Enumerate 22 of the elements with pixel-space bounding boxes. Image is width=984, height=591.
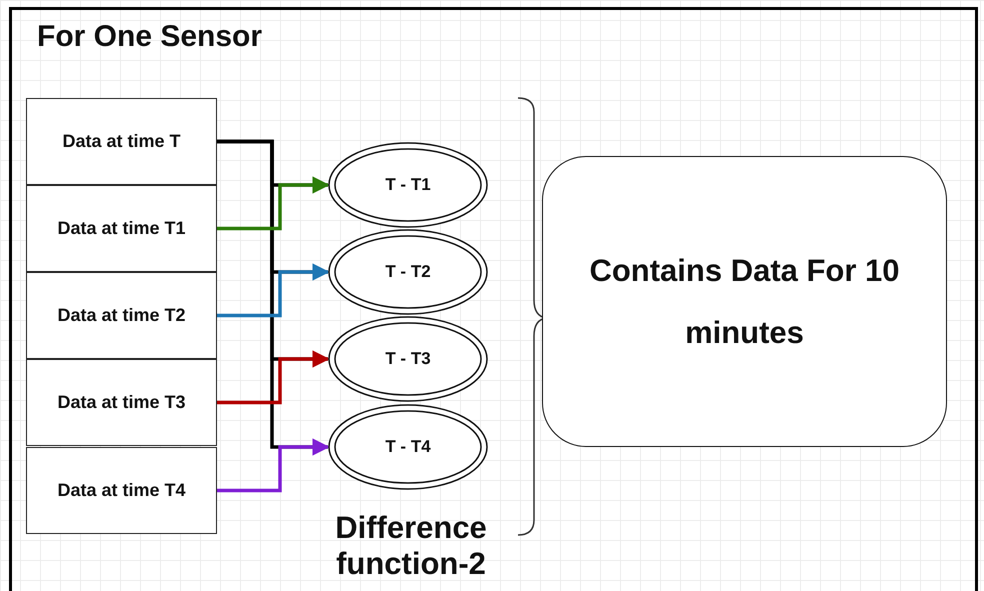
caption-label: Difference function-2	[334, 510, 488, 582]
table-row-box	[26, 447, 217, 534]
rounded-box	[542, 156, 947, 447]
table-row-box	[26, 98, 217, 185]
row-text: Data at time T	[62, 131, 181, 152]
ellipse-text: T - T1	[385, 175, 431, 195]
table-row-box	[26, 185, 217, 272]
row-text: Data at time T2	[57, 305, 186, 326]
table-row-box	[26, 272, 217, 359]
connector-arrow	[217, 350, 330, 404]
connector-arrow	[217, 176, 330, 230]
box-text: Contains Data For 10 minutes	[588, 252, 901, 352]
connector-arrow	[217, 438, 330, 492]
ellipse-text: T - T4	[385, 437, 431, 457]
row-text: Data at time T4	[57, 480, 186, 501]
connector-arrow	[217, 263, 330, 318]
title: For One Sensor	[37, 20, 262, 54]
row-text: Data at time T3	[57, 392, 186, 413]
ellipse-text: T - T3	[385, 349, 431, 369]
row-text: Data at time T1	[57, 218, 186, 239]
ellipse-text: T - T2	[385, 262, 431, 282]
table-row-box	[26, 359, 217, 446]
